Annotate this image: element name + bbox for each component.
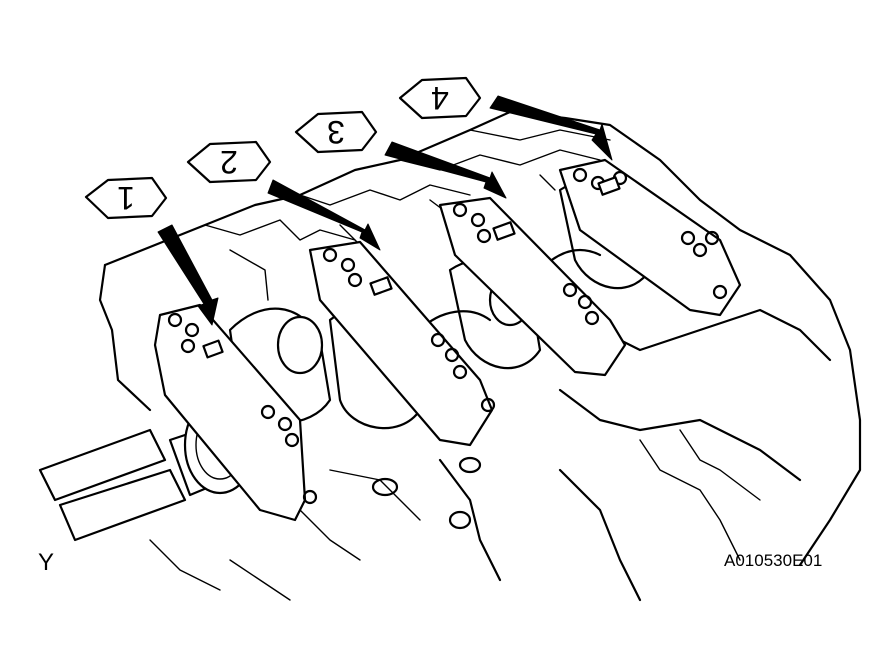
arrow-3 [384,141,507,199]
arrow-2 [267,179,381,251]
cap-label-tag-3: 3 [294,110,378,154]
cap-label-2: 2 [220,144,238,180]
cap-label-4: 4 [431,80,449,116]
cylinder-block-outline [98,110,862,602]
main-bearing-cap-1 [153,303,318,522]
cap-label-tag-4: 4 [398,76,482,120]
cap-label-1: 1 [117,180,135,216]
arrow-1 [157,224,219,326]
main-bearing-cap-4 [558,158,742,317]
cap-label-tag-2: 2 [186,140,272,184]
main-bearing-cap-3 [438,196,627,377]
cap-label-tag-1: 1 [84,176,168,220]
view-code-label: Y [38,549,55,576]
figure-id-label: A010530E01 [724,551,823,570]
main-bearing-cap-2 [308,240,496,447]
cap-label-3: 3 [327,114,345,150]
arrow-4 [489,95,613,161]
